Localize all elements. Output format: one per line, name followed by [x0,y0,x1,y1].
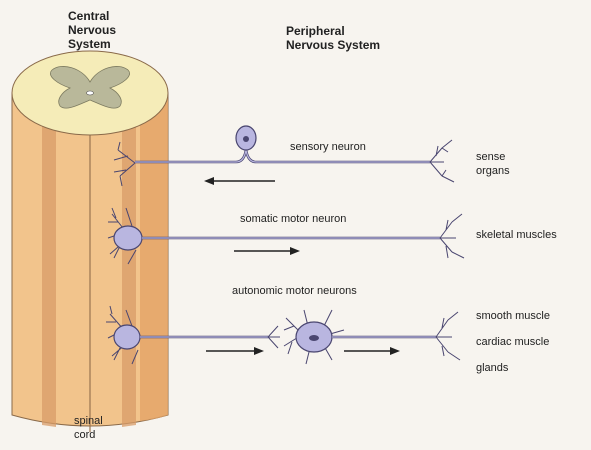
somatic-axon-terminals [439,213,465,259]
somatic-cell-body [113,225,143,251]
spinal-cord-stripe-left [42,103,56,427]
central-canal [86,90,94,96]
spinal-cord-stripe-right [122,103,136,427]
sense-organs-label: sense organs [476,151,510,177]
preganglionic-cell-body [113,324,141,350]
preganglionic-terminals [267,325,280,349]
pns-heading: Peripheral Nervous System [286,24,381,52]
ganglion-neuron-dendrites [283,309,345,365]
spinal-cord-label: spinal cord [74,415,103,441]
sensory-neuron [113,125,455,187]
postganglionic-terminals [435,311,461,361]
sensory-arrow-left [204,177,275,185]
cardiac-muscle-label: cardiac muscle [476,336,550,348]
spinal-cord-right-shade [140,93,168,421]
somatic-motor-neuron-label: somatic motor neuron [240,213,347,225]
cns-heading: Central Nervous System [68,9,117,51]
sensory-receptor-endings [429,139,455,183]
gray-matter [50,66,130,109]
skeletal-muscles-label: skeletal muscles [476,229,557,241]
smooth-muscle-label: smooth muscle [476,310,550,322]
autonomic-arrow-right-1 [206,347,264,355]
sensory-neuron-terminal [113,141,136,187]
autonomic-arrow-right-2 [344,347,400,355]
autonomic-motor-neurons [106,305,461,365]
spinal-cord [11,50,169,432]
glands-label: glands [476,362,509,374]
autonomic-motor-neurons-label: autonomic motor neurons [232,285,357,297]
direction-arrows [204,177,400,355]
sensory-axon [135,149,430,164]
somatic-motor-neuron [107,207,465,265]
somatic-arrow-right [234,247,300,255]
sensory-neuron-label: sensory neuron [290,141,366,153]
